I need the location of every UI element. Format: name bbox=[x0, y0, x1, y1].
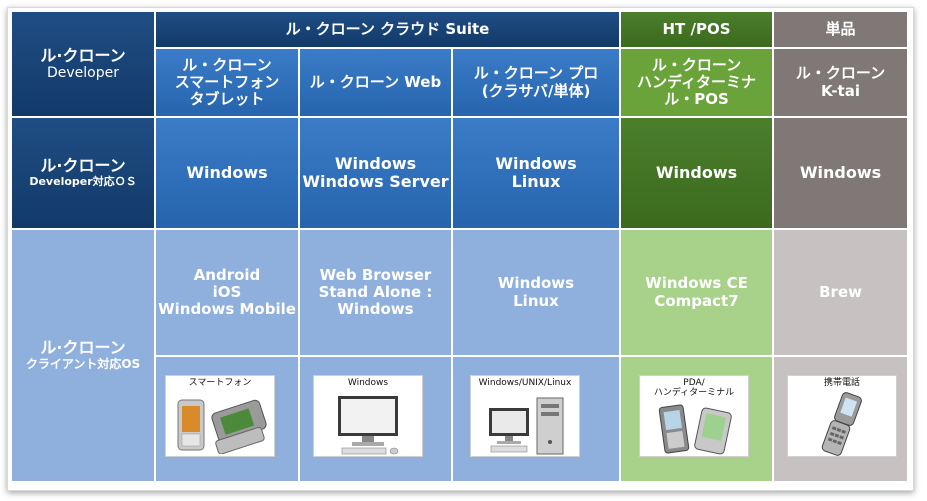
client-os-label: ル·クローン クライアント対応OS bbox=[12, 230, 154, 481]
dev-os-label-line2: Developer対応ＯＳ bbox=[29, 174, 137, 188]
os-value: Windows Mobile bbox=[158, 300, 296, 319]
client-os-handy: Windows CE Compact7 bbox=[621, 230, 772, 355]
product-line: (クラサバ/単体) bbox=[481, 81, 591, 100]
dev-os-ktai: Windows bbox=[774, 118, 907, 228]
device-card-flipphone: 携帯電話 bbox=[787, 375, 897, 457]
product-line: タブレット bbox=[189, 90, 265, 109]
device-caption: PDA/ ハンディターミナル bbox=[653, 378, 735, 398]
client-os-pro: Windows Linux bbox=[453, 230, 619, 355]
dev-os-handy: Windows bbox=[621, 118, 772, 228]
product-line: ル・クローン プロ bbox=[473, 64, 599, 83]
product-handy-pos: ル・クローン ハンディターミナ ル・POS bbox=[621, 49, 772, 116]
os-value: Linux bbox=[511, 172, 561, 191]
device-card-handy: PDA/ ハンディターミナル bbox=[639, 375, 749, 457]
client-os-web: Web Browser Stand Alone : Windows bbox=[300, 230, 451, 355]
os-value: Windows bbox=[186, 162, 268, 182]
device-card-server: Windows/UNIX/Linux bbox=[470, 375, 580, 457]
device-caption: Windows bbox=[347, 378, 389, 388]
dev-os-label-line1: ル·クローン bbox=[40, 156, 126, 176]
dev-os-pro: Windows Linux bbox=[453, 118, 619, 228]
flip-phone-icon bbox=[821, 392, 862, 456]
product-line: ハンディターミナ bbox=[637, 72, 756, 91]
htpos-header: HT /POS bbox=[621, 12, 772, 47]
product-line: K-tai bbox=[821, 81, 860, 100]
client-os-label-line2: クライアント対応OS bbox=[25, 356, 141, 371]
os-value: Windows Server bbox=[302, 172, 449, 191]
product-smartphone-tablet: ル・クローン スマートフォン タブレット bbox=[156, 49, 298, 116]
suite-header-label: ル・クローン クラウド Suite bbox=[285, 19, 490, 38]
product-line: スマートフォン bbox=[174, 72, 280, 91]
product-pro: ル・クローン プロ (クラサバ/単体) bbox=[453, 49, 619, 116]
suite-header: ル・クローン クラウド Suite bbox=[156, 12, 619, 47]
client-os-ktai: Brew bbox=[774, 230, 907, 355]
os-value: Compact7 bbox=[654, 291, 739, 310]
developer-header: ル·クローン Developer bbox=[12, 12, 154, 116]
device-card-smartphone: スマートフォン bbox=[165, 375, 275, 457]
server-pc-icon bbox=[489, 397, 564, 455]
device-caption: 携帯電話 bbox=[823, 378, 860, 388]
product-line: ル・クローン bbox=[795, 64, 886, 83]
product-web: ル・クローン Web bbox=[300, 49, 451, 116]
product-line: ル・クローン bbox=[651, 55, 742, 74]
device-card-windows: Windows bbox=[313, 375, 423, 457]
product-line: ル・クローン bbox=[182, 55, 272, 74]
dev-os-smartphone: Windows bbox=[156, 118, 298, 228]
os-support-table: ル·クローン Developer ル・クローン クラウド Suite HT /P… bbox=[7, 7, 914, 491]
single-header-label: 単品 bbox=[825, 19, 856, 38]
handheld-terminal-icon bbox=[658, 404, 732, 455]
os-value: Brew bbox=[819, 282, 862, 301]
os-value: Windows bbox=[799, 162, 882, 182]
os-value: Windows bbox=[497, 274, 575, 293]
product-line: ル・クローン Web bbox=[309, 72, 442, 91]
os-value: Windows bbox=[495, 153, 577, 173]
os-value: Linux bbox=[513, 291, 559, 310]
os-value: Windows bbox=[655, 162, 738, 182]
os-value: iOS bbox=[212, 282, 242, 301]
dev-os-label: ル·クローン Developer対応ＯＳ bbox=[12, 118, 154, 228]
developer-header-line2: Developer bbox=[46, 65, 119, 82]
client-os-label-line1: ル·クローン bbox=[40, 338, 126, 358]
os-value: Web Browser bbox=[319, 265, 432, 284]
os-value: Stand Alone : bbox=[318, 282, 433, 301]
product-ktai: ル・クローン K-tai bbox=[774, 49, 907, 116]
os-value: Android bbox=[193, 265, 261, 284]
smartphone-icon bbox=[177, 399, 267, 454]
os-value: Windows CE bbox=[645, 274, 748, 293]
desktop-pc-icon bbox=[338, 396, 399, 455]
client-os-smartphone: Android iOS Windows Mobile bbox=[156, 230, 298, 355]
os-value: Windows bbox=[334, 153, 417, 173]
single-header: 単品 bbox=[774, 12, 907, 47]
dev-os-web: Windows Windows Server bbox=[300, 118, 451, 228]
developer-header-line1: ル·クローン bbox=[40, 45, 126, 65]
htpos-header-label: HT /POS bbox=[662, 19, 731, 38]
os-value: Windows bbox=[337, 300, 414, 319]
device-caption: スマートフォン bbox=[188, 378, 252, 388]
product-line: ル・POS bbox=[664, 90, 729, 109]
device-caption: Windows/UNIX/Linux bbox=[478, 378, 572, 388]
